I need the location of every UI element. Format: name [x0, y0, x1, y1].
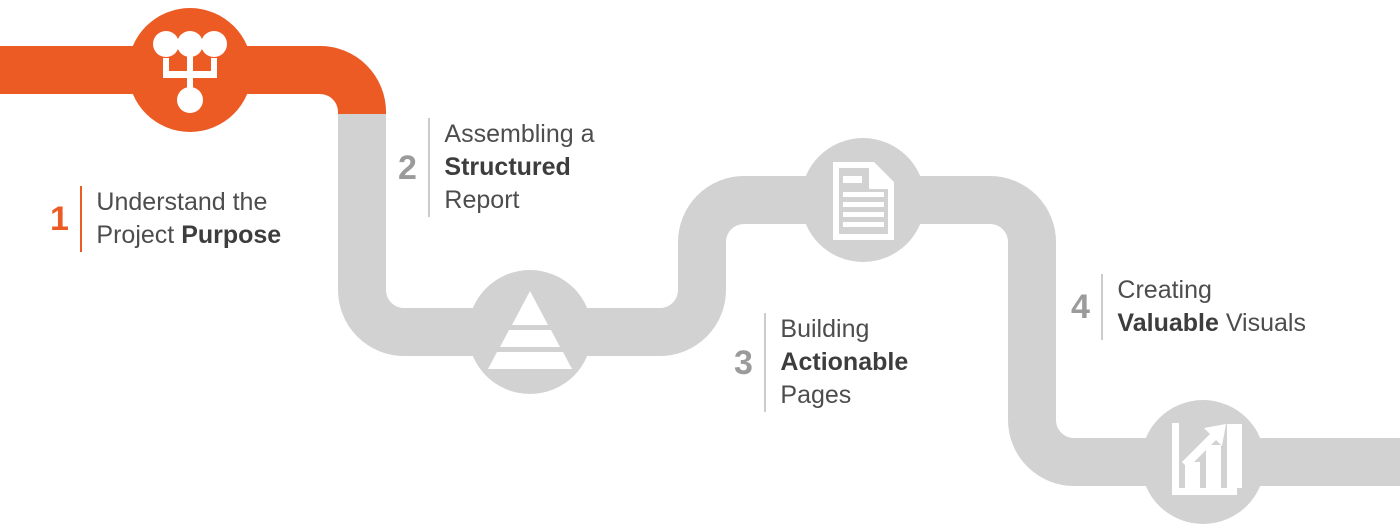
step-label-4[interactable]: 4 Creating Valuable Visuals [1071, 274, 1306, 340]
step-node-3[interactable] [801, 138, 925, 262]
step-divider-3 [764, 313, 767, 412]
step-node-4[interactable] [1141, 400, 1265, 524]
step-label-3[interactable]: 3 Building Actionable Pages [734, 313, 908, 412]
step-number-3: 3 [734, 343, 753, 382]
step-divider-2 [428, 118, 431, 217]
step-text-2-line2: Structured [444, 151, 594, 184]
step-number-4: 4 [1071, 288, 1090, 326]
step-text-2-line1: Assembling a [444, 120, 595, 148]
step-text-4-line2-bold: Valuable [1117, 309, 1219, 337]
step-text-4-line2-normal: Visuals [1218, 309, 1306, 337]
step-text-4-line1: Creating [1117, 276, 1212, 304]
step-label-1[interactable]: 1 Understand the Project Purpose [50, 186, 281, 252]
org-chart-icon [153, 31, 227, 113]
step-text-1-line2-normal: Project [96, 221, 182, 249]
step-number-2: 2 [398, 148, 417, 187]
step-text-2: Assembling a Structured Report [444, 118, 594, 217]
step-text-4-line2: Valuable Visuals [1117, 307, 1306, 340]
step-divider-4 [1101, 274, 1104, 340]
step-text-1: Understand the Project Purpose [96, 186, 281, 252]
step-number-1: 1 [50, 200, 69, 238]
flow-track-gray [190, 46, 1400, 486]
step-text-3-line2-bold: Actionable [780, 348, 909, 376]
step-text-2-line3: Report [444, 186, 520, 214]
step-text-3-line2: Actionable [780, 346, 908, 379]
step-divider-1 [80, 186, 83, 252]
step-label-2[interactable]: 2 Assembling a Structured Report [398, 118, 595, 217]
step-text-1-line2: Project Purpose [96, 219, 281, 252]
bar-chart-growth-icon [1172, 423, 1242, 495]
document-icon [833, 162, 894, 240]
step-text-2-line2-bold: Structured [444, 153, 571, 181]
step-text-3-line1: Building [780, 315, 870, 343]
step-text-4: Creating Valuable Visuals [1117, 274, 1306, 340]
step-text-3-line3: Pages [780, 381, 852, 409]
step-text-1-line1: Understand the [96, 188, 268, 216]
pyramid-icon [488, 291, 572, 369]
step-text-1-line2-bold: Purpose [181, 221, 282, 249]
flow-track-orange [0, 46, 386, 114]
step-text-3: Building Actionable Pages [780, 313, 908, 412]
